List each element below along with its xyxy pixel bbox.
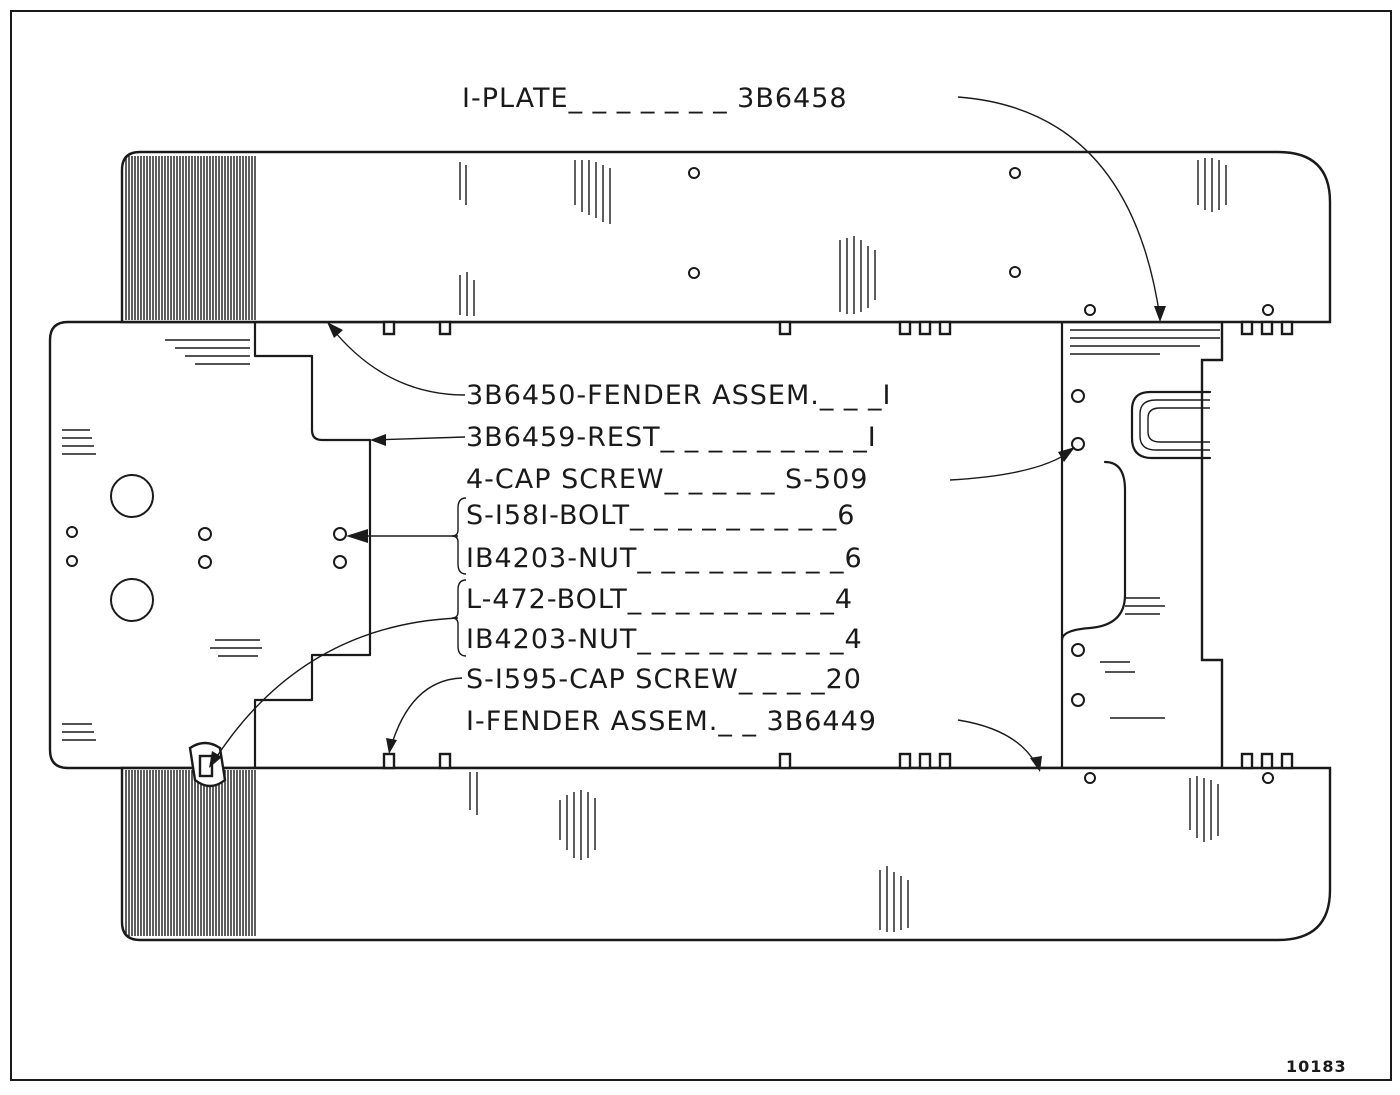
label-nut-4: IB4203-NUT_ _ _ _ _ _ _ _ _4	[466, 624, 863, 655]
label-fender-assem-top: 3B6450-FENDER ASSEM._ _ _I	[466, 380, 891, 411]
label-plate: I-PLATE_ _ _ _ _ _ _ 3B6458	[462, 83, 848, 114]
rest-plate	[48, 320, 1224, 770]
part-labels: I-PLATE_ _ _ _ _ _ _ 3B6458 3B6450-FENDE…	[462, 83, 891, 737]
corner-bolt-bracket	[188, 741, 227, 788]
label-cap-screw-1595: S-I595-CAP SCREW_ _ _ _20	[466, 664, 862, 695]
label-bolt-472: L-472-BOLT_ _ _ _ _ _ _ _ _4	[466, 584, 853, 615]
label-fender-assem-bottom: I-FENDER ASSEM._ _ 3B6449	[466, 706, 877, 737]
leader-lines	[209, 96, 1166, 772]
top-fender-ribs	[125, 156, 256, 320]
bottom-fender-bolts	[382, 752, 1294, 770]
top-fender	[120, 150, 1332, 336]
label-nut-6: IB4203-NUT_ _ _ _ _ _ _ _ _6	[466, 543, 863, 574]
top-fender-bolts	[382, 320, 1294, 336]
label-rest: 3B6459-REST_ _ _ _ _ _ _ _ _I	[466, 422, 877, 453]
bottom-fender	[120, 741, 1332, 942]
bottom-fender-ribs	[125, 770, 256, 936]
figure-number: 10183	[1286, 1057, 1347, 1076]
label-cap-screw: 4-CAP SCREW_ _ _ _ _ S-509	[466, 464, 868, 495]
label-bolt-1581: S-I58I-BOLT_ _ _ _ _ _ _ _ _6	[466, 500, 855, 531]
figure-border	[10, 10, 1392, 1081]
